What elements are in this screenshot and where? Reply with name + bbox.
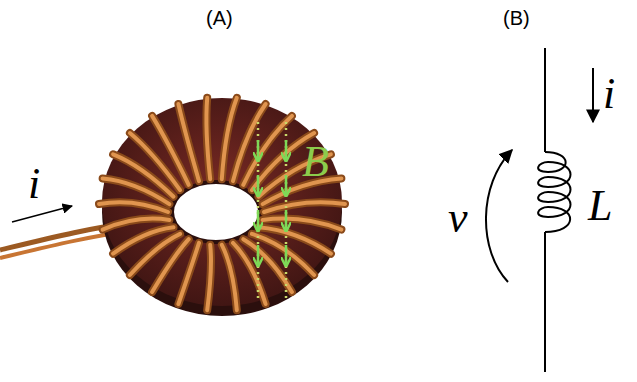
- winding-turn: [99, 202, 168, 212]
- current-label: i: [28, 162, 40, 206]
- inductance-label: L: [588, 184, 612, 228]
- winding-highlight: [113, 227, 173, 253]
- winding-highlight: [207, 245, 211, 310]
- panel-label: (A): [206, 8, 233, 28]
- winding-turn: [222, 245, 237, 310]
- current-arrow: [592, 68, 594, 122]
- winding-turn: [113, 227, 173, 253]
- core-hole: [172, 182, 260, 242]
- winding-highlight: [178, 104, 199, 181]
- panel-label: (B): [503, 8, 530, 28]
- voltage-label: v: [448, 196, 468, 240]
- winding-turn: [264, 202, 345, 212]
- winding-highlight: [99, 202, 168, 212]
- winding-turn: [103, 219, 170, 230]
- winding-highlight: [264, 202, 345, 212]
- winding-turn: [207, 245, 211, 310]
- winding-highlight: [130, 133, 180, 190]
- winding-turn: [178, 104, 199, 181]
- inductor-symbol: [538, 48, 570, 372]
- winding-turn: [130, 133, 180, 190]
- current-label: i: [603, 72, 615, 116]
- winding-highlight: [222, 245, 237, 310]
- winding-highlight: [206, 98, 210, 179]
- field-label: B: [302, 140, 329, 184]
- winding-highlight: [103, 219, 170, 230]
- copper-windings: [99, 98, 345, 310]
- field-arrows: [258, 122, 286, 300]
- voltage-arrow: [486, 150, 512, 282]
- current-arrow: [12, 206, 72, 222]
- winding-turn: [206, 98, 210, 179]
